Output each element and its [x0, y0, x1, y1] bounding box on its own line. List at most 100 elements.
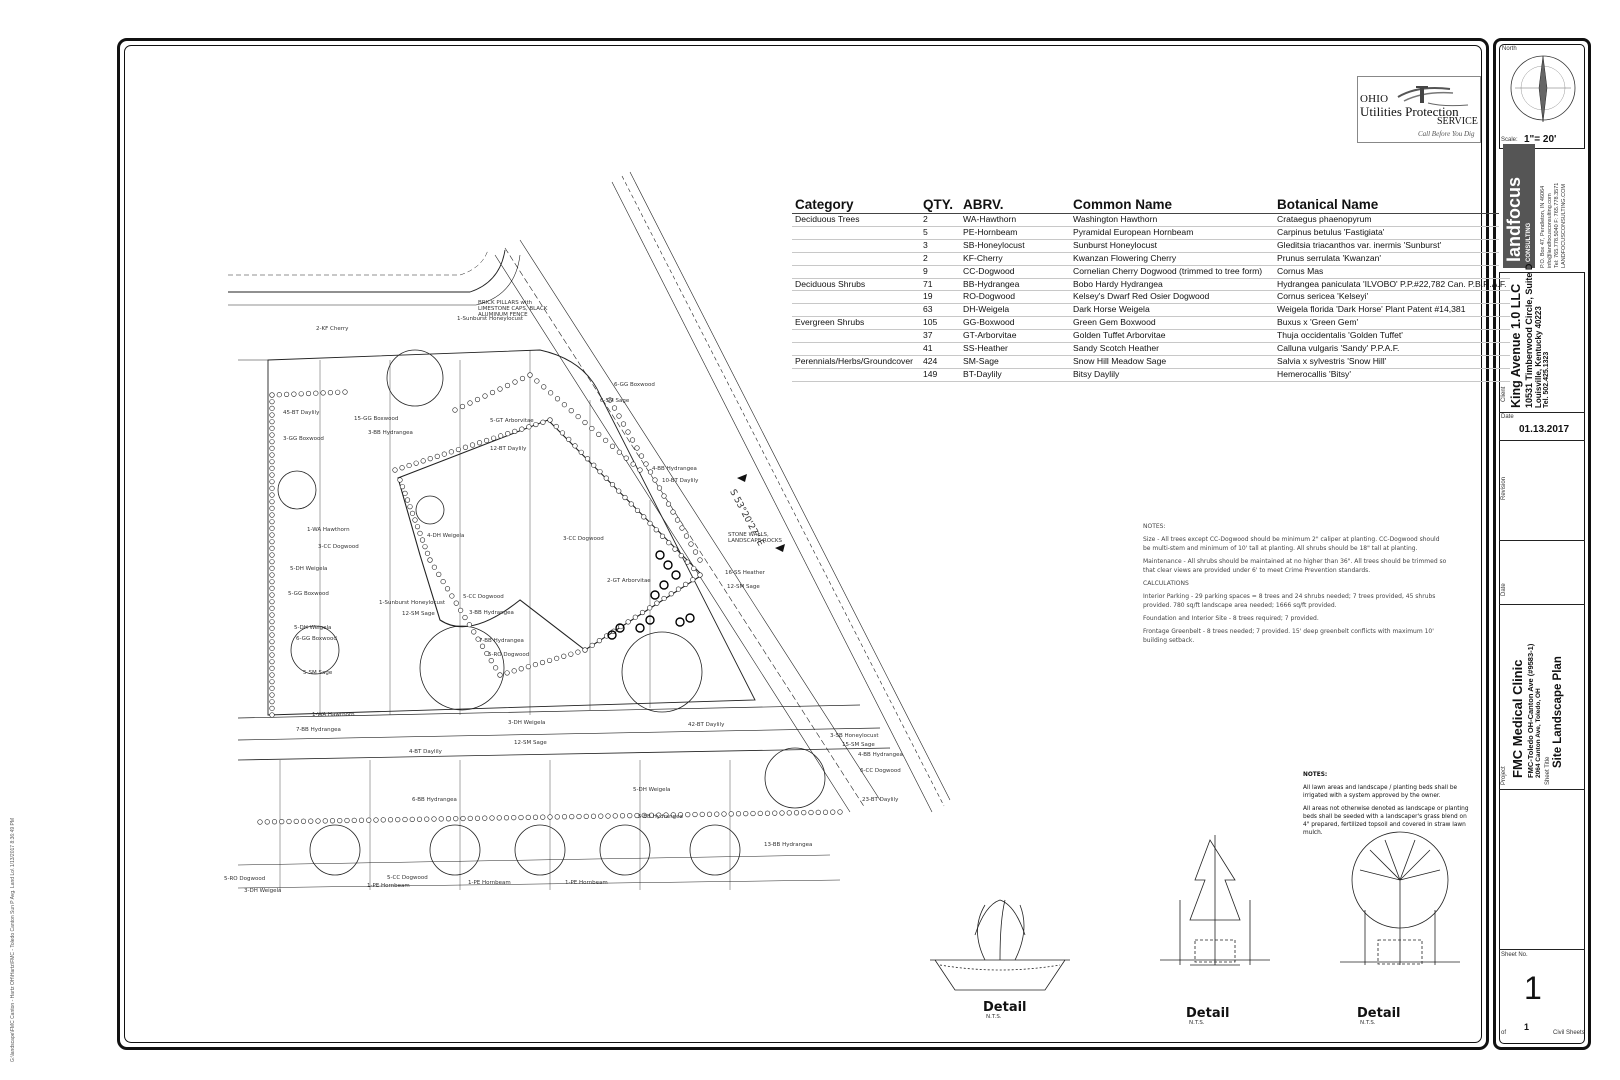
sheet-title-label: Sheet Title: [1545, 756, 1551, 785]
shrub-symbol: [721, 811, 727, 817]
shrub-symbol: [373, 817, 379, 823]
plant-callout-label: 15-GG Boxwood: [354, 416, 399, 422]
plant-callout-label: 4-DH Weigela: [427, 533, 465, 539]
logo-tagline: Call Before You Dig: [1418, 130, 1475, 138]
shrub-symbol: [561, 814, 568, 820]
sheet-title: Site Landscape Plan: [1552, 656, 1564, 768]
shrub-symbol: [540, 419, 546, 425]
notes-heading: NOTES:: [1143, 523, 1166, 530]
shrub-symbol: [596, 431, 602, 437]
plant-callout-label: 23-BT Daylily: [862, 797, 899, 803]
shrub-symbol: [607, 397, 613, 403]
shrub-symbol: [569, 814, 575, 820]
shrub-symbol: [269, 559, 275, 565]
shrub-symbol: [801, 810, 807, 816]
revision-label: Revision: [1501, 476, 1507, 500]
shrub-symbol: [422, 544, 428, 550]
cell-qty: 149: [920, 368, 960, 382]
shrub-symbol: [779, 810, 785, 816]
shrub-symbol: [683, 533, 690, 539]
shrub-symbol: [458, 607, 464, 613]
shrub-symbol: [409, 510, 416, 516]
shrub-symbol: [482, 815, 488, 821]
shrub-symbol: [320, 390, 326, 396]
shrub-symbol: [643, 461, 649, 467]
shrub-symbol: [534, 378, 540, 384]
cell-qty: 2: [920, 252, 960, 266]
shrub-symbol: [404, 497, 411, 503]
project-address: 2064 Canton Ave, Toledo, OH: [1535, 688, 1542, 778]
cell-category: [792, 290, 920, 305]
shrub-symbol: [518, 666, 524, 672]
cell-qty: 37: [920, 329, 960, 344]
plant-callout-label: 5-GG Boxwood: [288, 591, 329, 597]
project-label: Project: [1501, 766, 1507, 785]
shrub-symbol: [616, 449, 622, 455]
shrub-symbol: [431, 816, 437, 822]
cell-qty: 2: [920, 213, 960, 227]
cell-common-name: Dark Horse Weigela: [1070, 303, 1274, 318]
shrub-symbol: [668, 591, 674, 597]
shrub-symbol: [648, 812, 655, 818]
detail-scale-tree: N.T.S.: [1360, 1020, 1376, 1026]
shrub-symbol: [269, 399, 275, 405]
detail-label-evergreen: Detail: [1186, 1006, 1230, 1021]
plant-callout-label: 5-BB Hydrangea: [638, 814, 683, 820]
shrub-symbol: [286, 818, 292, 825]
shrub-symbol: [743, 811, 749, 817]
shrub-symbol: [392, 467, 398, 473]
shrub-symbol: [625, 619, 631, 625]
plant-schedule-table: Category QTY. ABRV. Common Name Botanica…: [792, 196, 1510, 382]
shrub-symbol: [654, 600, 660, 606]
firm-contact: P.O. Box 47, Pendleton, IN 46064 info@la…: [1540, 183, 1568, 268]
shrub-symbol: [467, 815, 473, 821]
shrub-symbol: [284, 391, 290, 398]
plant-callout-label: 13-BB Hydrangea: [764, 842, 813, 848]
shrub-symbol: [665, 501, 672, 507]
cell-botanical-name: Salvia x sylvestris 'Snow Hill': [1274, 355, 1510, 369]
plant-callout-label: 4-BB Hydrangea: [858, 752, 903, 758]
shrub-symbol: [269, 712, 275, 718]
shrub-symbol: [291, 391, 297, 397]
cell-abrv: GG-Boxwood: [960, 316, 1070, 331]
shrub-symbol: [269, 445, 275, 451]
cell-qty: 424: [920, 355, 960, 369]
plant-callout-label: 6-CC Dogwood: [860, 768, 901, 774]
cell-abrv: SS-Heather: [960, 342, 1070, 356]
shrub-symbol: [666, 540, 672, 546]
shrub-symbol: [313, 390, 319, 396]
shrub-symbol: [656, 485, 663, 491]
shrub-symbol: [269, 532, 275, 538]
firm-sub: CONSULTING: [1526, 222, 1532, 262]
shrub-symbol: [623, 455, 629, 461]
shrub-symbol: [519, 426, 525, 432]
shrub-symbol: [527, 372, 533, 378]
cell-common-name: Snow Hill Meadow Sage: [1070, 355, 1274, 369]
notes2-heading: NOTES:: [1303, 772, 1328, 778]
shrub-symbol: [598, 813, 604, 819]
logo-text-ohio: OHIO: [1360, 93, 1389, 105]
shrub-symbol: [420, 458, 426, 464]
shrub-symbol: [637, 467, 643, 473]
shrub-symbol: [597, 469, 603, 475]
plant-callout-label: 12-SM Sage: [514, 740, 547, 746]
shrub-symbol: [402, 816, 408, 823]
shrub-symbol: [380, 817, 386, 823]
cell-category: Evergreen Shrubs: [792, 316, 920, 331]
plant-callout-label: 6-SM Sage: [600, 398, 630, 404]
shrub-symbol: [630, 461, 636, 467]
plant-callout-label: 16-SS Heather: [725, 570, 765, 576]
shrub-symbol: [449, 593, 455, 599]
plant-callout-label: 5-GT Arborvitae: [490, 418, 534, 424]
cell-qty: 5: [920, 226, 960, 240]
plant-callout-label: 1-Sunburst Honeylocust: [457, 316, 524, 322]
shrub-symbol: [448, 449, 454, 455]
calculations-heading: CALCULATIONS: [1143, 580, 1189, 587]
shrub-symbol: [315, 818, 321, 824]
shrub-symbol: [269, 472, 275, 478]
shrub-symbol: [634, 507, 641, 514]
plant-callout-label: 6-GG Boxwood: [296, 636, 337, 642]
shrub-symbol: [672, 546, 678, 552]
